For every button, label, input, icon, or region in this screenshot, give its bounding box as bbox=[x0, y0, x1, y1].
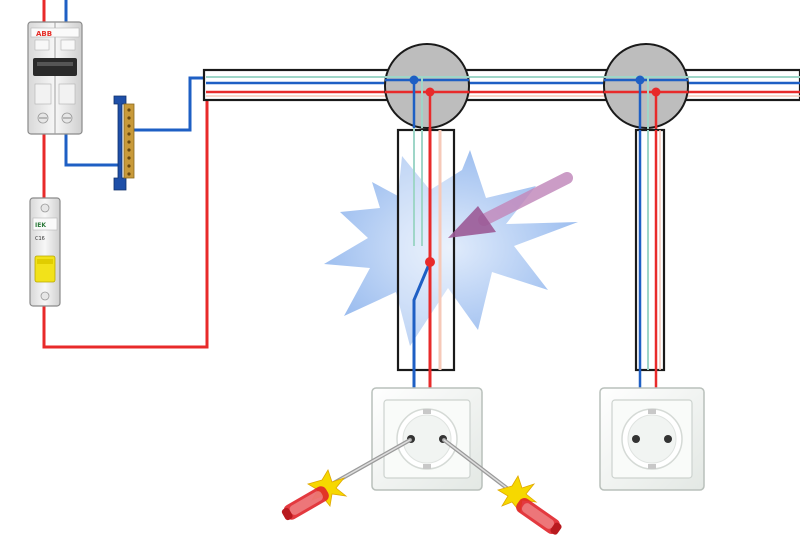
main-cable bbox=[202, 68, 800, 102]
fault-pointer-arrow-icon bbox=[448, 172, 573, 238]
screwdriver-voltage-tester-icon-2[interactable] bbox=[442, 438, 564, 537]
rcd-brand: IEK bbox=[35, 222, 46, 229]
breaker-brand: ABB bbox=[36, 30, 52, 38]
socket-2-right-hole[interactable] bbox=[664, 435, 672, 443]
schuko-socket-icon bbox=[371, 387, 483, 491]
junction-box-icon-2 bbox=[603, 43, 689, 130]
single-pole-breaker-icon: IEK C16 bbox=[29, 197, 61, 307]
short-circuit-point bbox=[425, 257, 435, 267]
supply-wires bbox=[42, 0, 209, 349]
double-pole-breaker-icon: ABB bbox=[27, 21, 83, 135]
screwdriver-voltage-tester-icon[interactable] bbox=[280, 438, 412, 523]
drop-1-neutral-broken-wire bbox=[412, 261, 432, 390]
rcd-rating: C16 bbox=[35, 236, 45, 242]
schuko-socket-icon-2 bbox=[599, 387, 705, 491]
drop-cable-2 bbox=[634, 128, 666, 390]
bus-to-cable-neutral-wire bbox=[134, 76, 207, 132]
neutral-to-bus-wire bbox=[64, 132, 118, 167]
neutral-bus-bar-icon bbox=[113, 95, 135, 191]
socket-2-left-hole[interactable] bbox=[632, 435, 640, 443]
drop-cable-1 bbox=[396, 128, 456, 390]
phase-feed-wire bbox=[42, 78, 209, 349]
breaker-handle bbox=[33, 58, 77, 76]
junction-box-icon bbox=[384, 43, 470, 129]
